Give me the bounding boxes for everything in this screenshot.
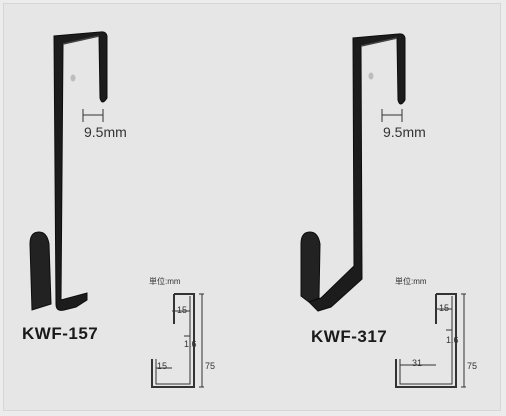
model-name: KWF-317 (311, 327, 388, 346)
product-kwf-157: 9.5mm KWF-157 単位:mm 15 1.6 15 75 (4, 4, 253, 412)
product-kwf-317: 9.5mm KWF-317 単位:mm 15 1.6 31 75 (253, 4, 502, 412)
hook-image-kwf-317 (300, 33, 466, 388)
hook-shape (308, 33, 406, 312)
dim-top-inner: 15 (439, 303, 450, 313)
dim-bottom-inner: 31 (412, 358, 423, 368)
profile-drawing (395, 293, 466, 388)
unit-note: 単位:mm (149, 277, 181, 286)
product-panel: 9.5mm KWF-157 単位:mm 15 1.6 15 75 (3, 3, 501, 411)
unit-note: 単位:mm (395, 277, 427, 286)
gap-label: 9.5mm (84, 124, 127, 140)
dim-height: 75 (467, 361, 478, 371)
screw-hole (368, 72, 374, 80)
hook-image-kwf-157 (29, 31, 204, 388)
screw-hole (70, 74, 76, 82)
model-name: KWF-157 (22, 324, 99, 343)
hook-lower-lip (29, 231, 52, 311)
gap-label: 9.5mm (383, 124, 426, 140)
dim-bottom-inner: 15 (157, 361, 168, 371)
dim-top-inner: 15 (177, 305, 188, 315)
dim-height: 75 (205, 361, 216, 371)
dim-thickness: 1.6 (184, 339, 197, 349)
hook-lower-lip (300, 231, 321, 303)
profile-drawing (151, 293, 204, 388)
hook-shape (53, 31, 108, 311)
dim-thickness: 1.6 (446, 335, 459, 345)
